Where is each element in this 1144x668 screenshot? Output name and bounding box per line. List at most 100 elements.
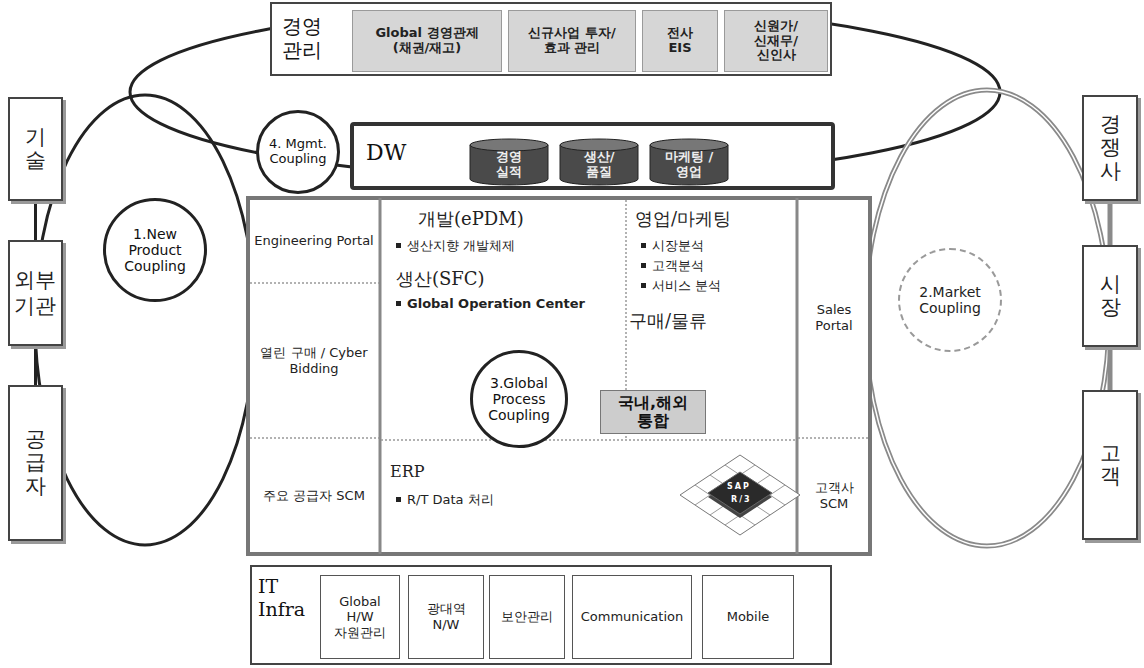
function-box: 신규사업 투자/효과 관리 — [508, 10, 636, 72]
group-box: 경영 관리 Global 경영관제 (채권/재고) 신규사업 투자/효과 관리 전사 … — [270, 2, 832, 76]
node-text: 경영 실적 — [481, 150, 537, 180]
main-frame — [248, 198, 870, 554]
node-text: ERP — [390, 462, 425, 481]
text-slot: 생산지향 개발체제 — [396, 238, 515, 254]
node-text: 주요 공급자 SCM — [263, 488, 365, 504]
product-loop — [35, 95, 255, 545]
text-slot: DW — [366, 140, 406, 165]
loop-connector — [1108, 347, 1113, 390]
coupling-circle: 2.Market Coupling — [898, 248, 1002, 352]
node-text: 공급자 — [25, 428, 46, 497]
illustration-label: R/3 — [731, 495, 752, 504]
infra-box: Global H/W 자원관리 — [320, 575, 400, 659]
infra-box: 보안관리 — [489, 575, 565, 659]
stakeholder-box: 경쟁사 — [1082, 95, 1138, 201]
node-text: 경영 관리 — [282, 14, 334, 62]
text-slot: 서비스 분석 — [641, 278, 721, 294]
text-slot: IT Infra — [258, 575, 310, 621]
loop-connector — [34, 201, 37, 240]
node-text: 신규사업 투자/효과 관리 — [527, 26, 617, 56]
node-text: 광대역 N/W — [412, 601, 480, 632]
node-text: 생산(SFC) — [396, 268, 485, 290]
stakeholder-box: 공급자 — [8, 385, 63, 541]
market-loop — [865, 90, 1109, 546]
node-text: 구매/물류 — [629, 310, 707, 332]
cylinder-body — [560, 145, 638, 185]
sap-illustration — [680, 455, 800, 535]
node-text: 4. Mgmt. Coupling — [265, 137, 331, 167]
function-box: 신원가/ 신재무/ 신인사 — [724, 10, 828, 72]
text-slot: 시장분석 — [641, 238, 704, 254]
text-slot: 구매/물류 — [629, 310, 707, 332]
frame-divider — [379, 198, 382, 554]
node-text: 외부 기관 — [11, 267, 59, 320]
infra-box: 광대역 N/W — [408, 575, 484, 659]
infra-box: Mobile — [702, 575, 794, 659]
frame-divider — [796, 198, 799, 554]
module-cell: ERP R/T Data 처리 — [382, 442, 672, 552]
illustration-label: SAP — [727, 482, 751, 491]
text-slot: R/T Data 처리 — [396, 492, 494, 508]
node-text: Global 경영관제 (채권/재고) — [371, 26, 483, 56]
database-cylinder: 마케팅 /영업 — [649, 138, 729, 186]
function-box: 국내,해외 통합 — [600, 390, 706, 434]
data-warehouse-box: DW 경영 실적 생산/ 품질 마케팅 /영업 — [350, 122, 835, 190]
market-loop-inner — [865, 90, 1109, 546]
coupling-circle: 3.Global Process Coupling — [470, 350, 568, 448]
node-text: 생산지향 개발체제 — [396, 238, 515, 254]
module-cell: Sales Portal — [799, 200, 869, 436]
function-box: Global 경영관제 (채권/재고) — [352, 10, 502, 72]
stakeholder-box: 시장 — [1082, 245, 1138, 347]
node-text: 시장 — [1100, 273, 1121, 319]
cell-divider — [250, 282, 379, 284]
cell-divider — [798, 437, 868, 439]
coupling-circle: 4. Mgmt. Coupling — [256, 110, 340, 194]
node-text: 시장분석 — [641, 238, 704, 254]
node-text: 고객분석 — [641, 258, 704, 274]
node-text: 고객사 SCM — [803, 480, 865, 511]
cylinder-body — [470, 145, 548, 185]
node-text: 3.Global Process Coupling — [479, 375, 559, 423]
node-text: 생산/ 품질 — [571, 150, 627, 180]
node-text: R/T Data 처리 — [396, 492, 494, 508]
node-text: DW — [366, 140, 406, 165]
text-slot: 영업/마케팅 — [635, 208, 731, 230]
text-slot: 고객분석 — [641, 258, 704, 274]
module-cell: 고객사 SCM — [799, 440, 869, 552]
node-text: 고객 — [1100, 442, 1121, 488]
group-box: IT Infra Global H/W 자원관리 광대역 N/W 보안관리 Commun… — [250, 565, 832, 665]
loop-connector — [1108, 201, 1113, 245]
function-box: 전사 EIS — [642, 10, 718, 72]
infra-box: Communication — [572, 575, 692, 659]
text-slot: 경영 관리 — [282, 14, 334, 62]
node-text: 보안관리 — [501, 609, 553, 625]
loop-connector — [34, 346, 37, 385]
coupling-circle: 1.New Product Coupling — [103, 198, 207, 302]
text-slot: ERP — [390, 462, 425, 481]
text-slot: 개발(ePDM) — [418, 208, 524, 230]
node-text: Engineering Portal — [254, 233, 373, 249]
node-text: 전사 EIS — [661, 26, 699, 56]
label-slot: SAP — [727, 482, 751, 491]
database-cylinder: 경영 실적 — [469, 138, 549, 186]
node-text: 국내,해외 통합 — [605, 394, 701, 431]
cylinder-body — [650, 145, 728, 185]
cell-divider — [381, 439, 796, 441]
module-cell: 주요 공급자 SCM — [250, 440, 378, 552]
node-text: 마케팅 /영업 — [661, 150, 717, 180]
node-text: Communication — [581, 609, 683, 625]
module-cell: 영업/마케팅시장분석고객분석서비스 분석구매/물류 — [627, 202, 797, 388]
node-text: Global Operation Center — [396, 296, 585, 312]
module-cell: Engineering Portal — [250, 200, 378, 282]
node-text: 경쟁사 — [1100, 113, 1121, 182]
node-text: 열린 구매 / Cyber Bidding — [254, 345, 374, 376]
node-text: 신원가/ 신재무/ 신인사 — [743, 19, 809, 64]
node-text: 서비스 분석 — [641, 278, 721, 294]
stakeholder-box: 외부 기관 — [8, 240, 63, 346]
node-text: 기술 — [25, 126, 46, 172]
text-slot: Global Operation Center — [396, 296, 585, 312]
node-text: 개발(ePDM) — [418, 208, 524, 230]
node-text: Global H/W 자원관리 — [324, 594, 396, 641]
module-cell: 열린 구매 / Cyber Bidding — [250, 285, 378, 437]
